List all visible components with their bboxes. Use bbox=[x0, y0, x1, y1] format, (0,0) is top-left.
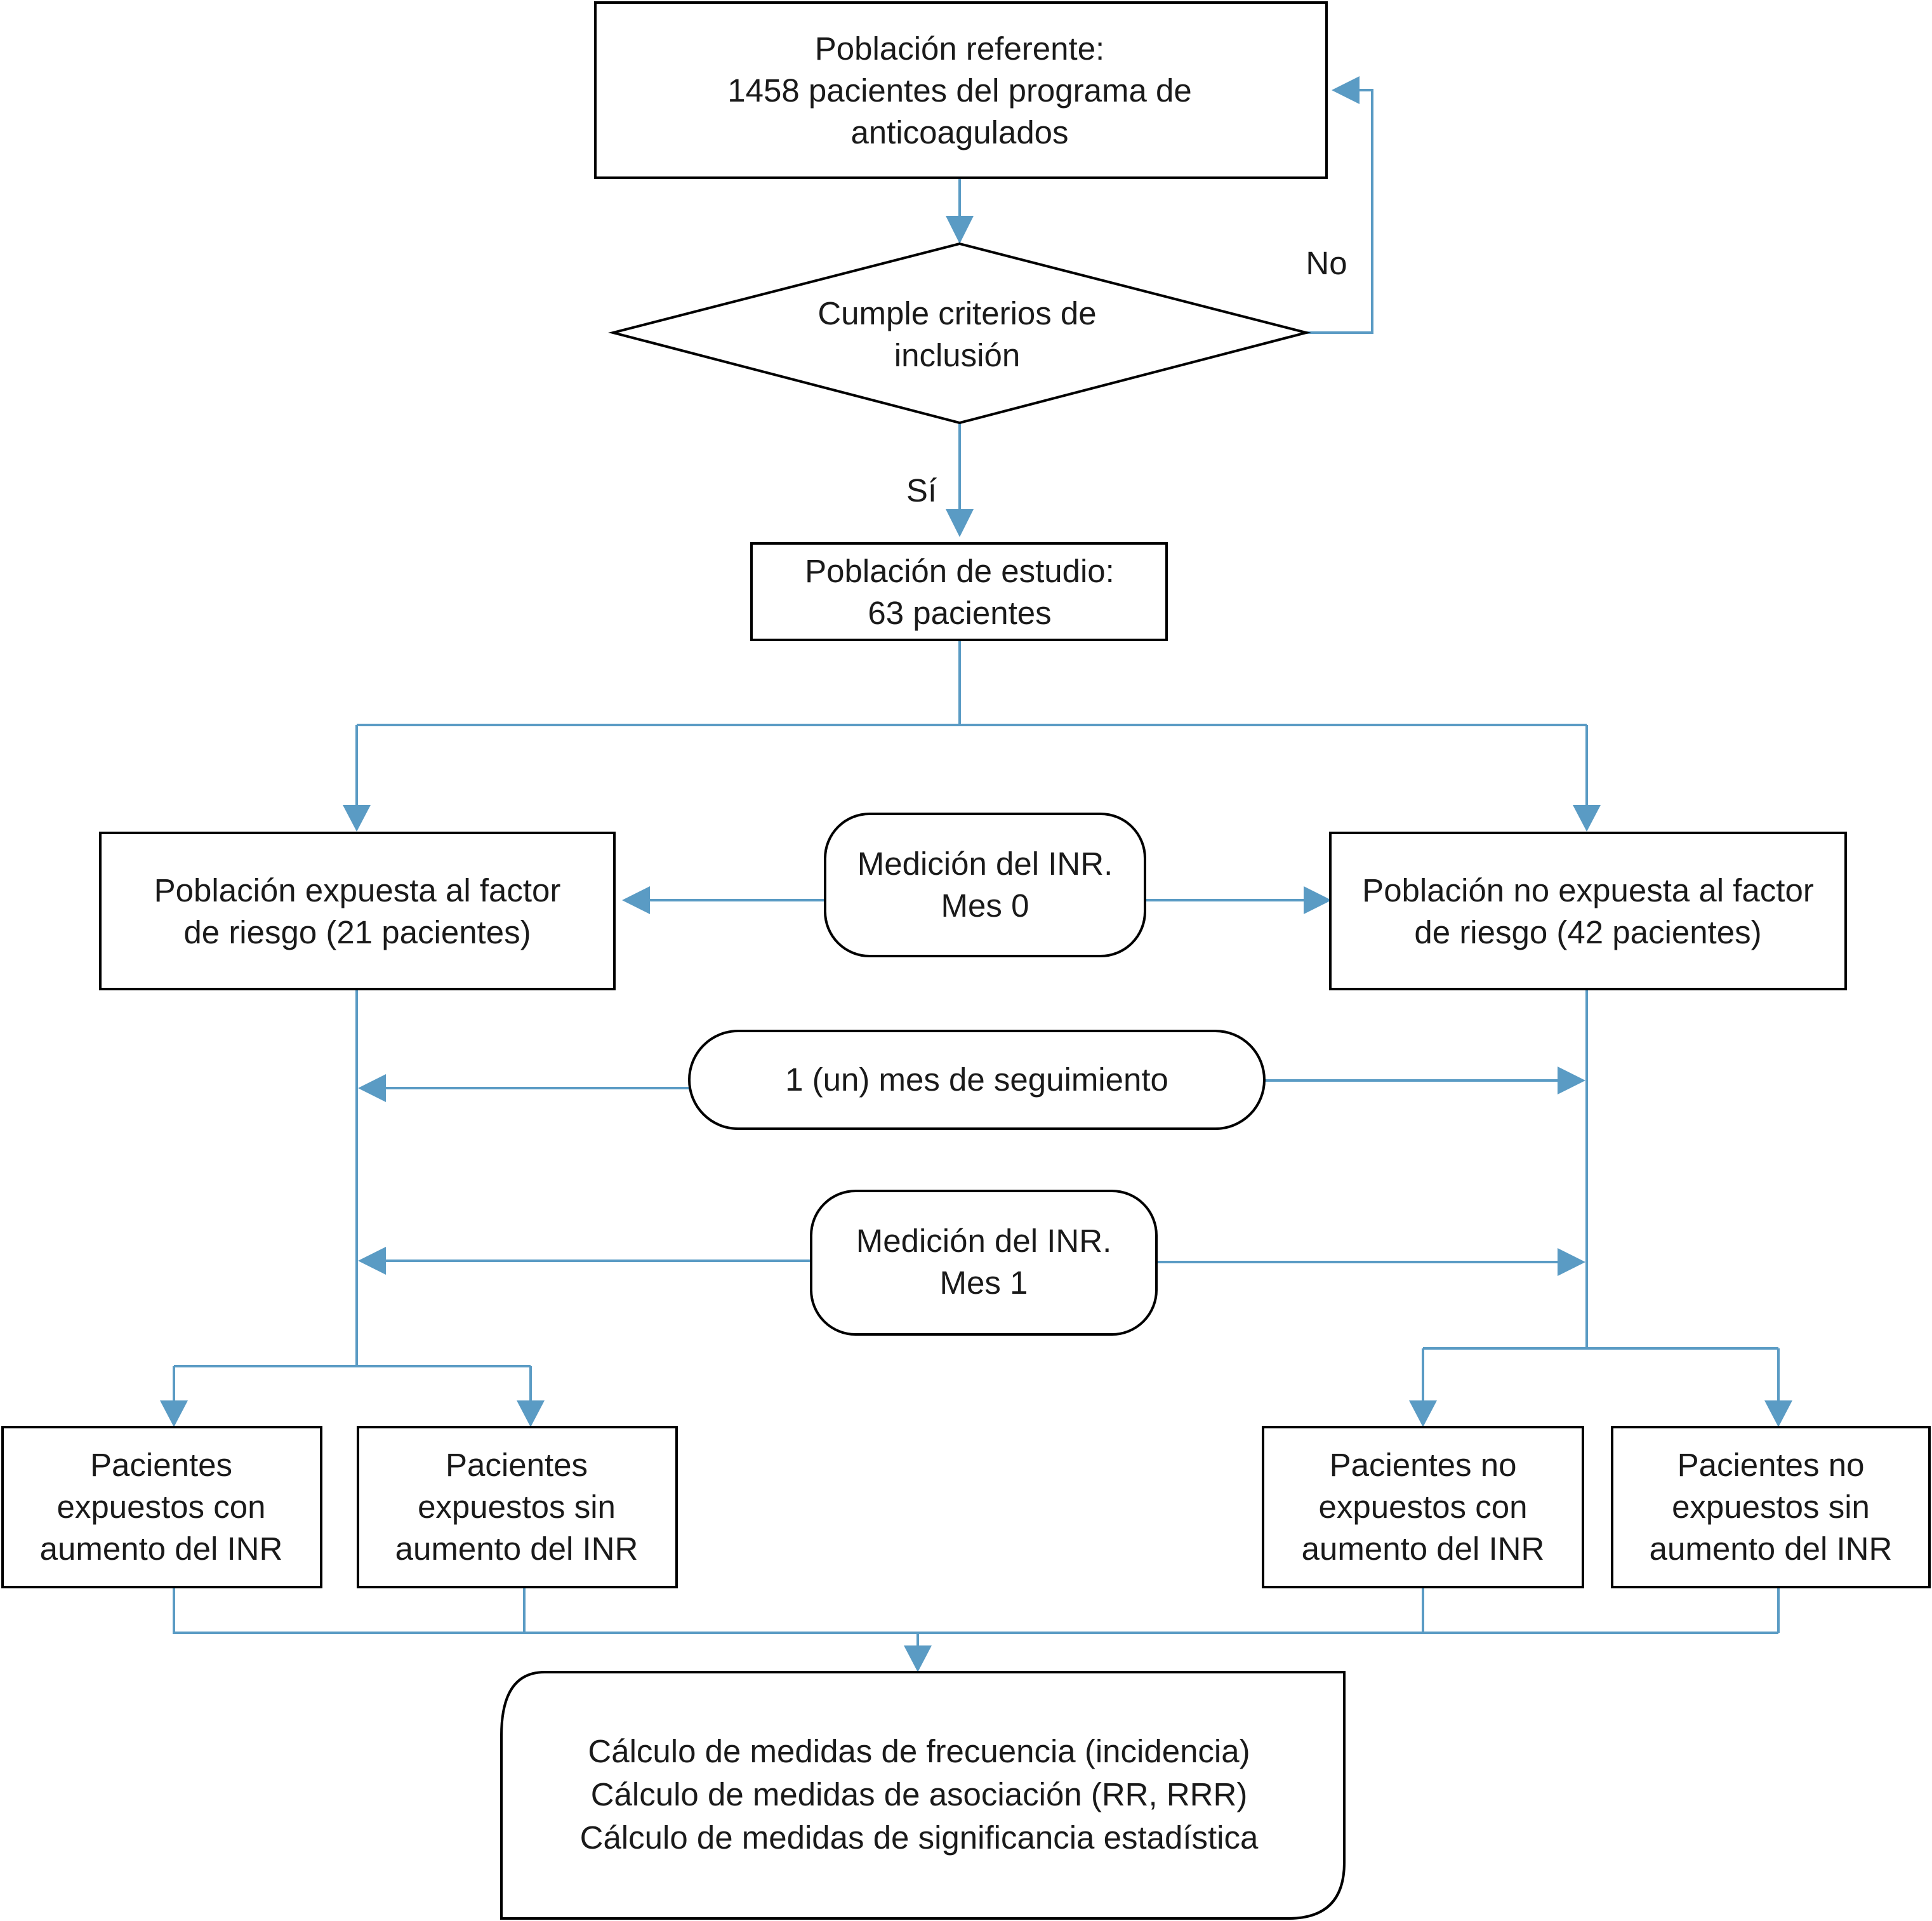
arrowhead-followup-left bbox=[358, 1074, 386, 1102]
connector-study-split bbox=[355, 641, 1588, 805]
unexposed-without-increase-line: Pacientes no bbox=[1677, 1447, 1865, 1483]
calculations-line: Cálculo de medidas de frecuencia (incide… bbox=[588, 1733, 1250, 1769]
edge-label-yes: Sí bbox=[906, 472, 937, 508]
node-reference-population bbox=[594, 1, 1328, 179]
exposed-without-increase-line: expuestos sin bbox=[418, 1489, 616, 1525]
arrowhead-inr1-right bbox=[1558, 1248, 1585, 1276]
text-unexposed-without-increase: Pacientes no expuestos sin aumento del INR bbox=[1650, 1447, 1893, 1567]
arrowhead-inr0-right bbox=[1304, 886, 1332, 914]
arrowhead-inr0-left bbox=[622, 886, 650, 914]
text-calculations: Cálculo de medidas de frecuencia (incide… bbox=[580, 1733, 1259, 1856]
node-calculations bbox=[500, 1671, 1346, 1920]
edge-label-no: No bbox=[1306, 245, 1347, 281]
connectors bbox=[173, 89, 1780, 1648]
exposed-without-increase-line: aumento del INR bbox=[395, 1531, 638, 1567]
unexposed-population-line: de riesgo (42 pacientes) bbox=[1414, 914, 1761, 950]
arrowhead-inr1-left bbox=[358, 1247, 386, 1275]
inclusion-criteria-line: inclusión bbox=[894, 337, 1020, 373]
unexposed-with-increase-line: expuestos con bbox=[1319, 1489, 1528, 1525]
arrowhead-to-calculations bbox=[904, 1645, 932, 1672]
text-unexposed-population: Población no expuesta al factor de riesgo… bbox=[1362, 872, 1814, 950]
node-unexposed-population bbox=[1329, 832, 1847, 990]
calculations-line: Cálculo de medidas de asociación (RR, RR… bbox=[591, 1776, 1248, 1812]
text-unexposed-with-increase: Pacientes no expuestos con aumento del INR bbox=[1302, 1447, 1545, 1567]
inr-month-1-line: Mes 1 bbox=[940, 1265, 1028, 1301]
connector-unexposed-split bbox=[1422, 1347, 1780, 1402]
calculations-line: Cálculo de medidas de significancia esta… bbox=[580, 1819, 1259, 1856]
exposed-population-line: de riesgo (21 pacientes) bbox=[183, 914, 531, 950]
arrowhead-no-loop bbox=[1332, 76, 1360, 104]
arrowhead-to-study bbox=[946, 509, 974, 537]
node-study-population bbox=[750, 542, 1168, 641]
exposed-with-increase-line: expuestos con bbox=[57, 1489, 266, 1525]
text-followup-month: 1 (un) mes de seguimiento bbox=[785, 1061, 1168, 1098]
node-followup-month bbox=[688, 1030, 1266, 1130]
node-texts: Población referente: 1458 pacientes del p… bbox=[40, 30, 1893, 1856]
node-inclusion-criteria bbox=[608, 242, 1311, 425]
text-study-population: Población de estudio: 63 pacientes bbox=[805, 553, 1115, 631]
study-population-line: Población de estudio: bbox=[805, 553, 1115, 589]
arrowhead-to-exposed bbox=[343, 805, 371, 832]
text-reference-population: Población referente: 1458 pacientes del p… bbox=[727, 30, 1192, 150]
arrowhead-to-exposed-with bbox=[160, 1400, 188, 1427]
connector-criteria-no-loop bbox=[1306, 89, 1373, 334]
reference-population-line: Población referente: bbox=[815, 30, 1104, 67]
connector-exposed-split bbox=[173, 1365, 532, 1402]
node-inr-month-0 bbox=[824, 813, 1146, 957]
exposed-with-increase-line: aumento del INR bbox=[40, 1531, 283, 1567]
node-exposed-without-increase bbox=[357, 1426, 678, 1588]
inr-month-0-line: Medición del INR. bbox=[857, 846, 1113, 882]
unexposed-with-increase-line: aumento del INR bbox=[1302, 1531, 1545, 1567]
node-exposed-with-increase bbox=[1, 1426, 322, 1588]
exposed-without-increase-line: Pacientes bbox=[446, 1447, 588, 1483]
text-exposed-population: Población expuesta al factor de riesgo (2… bbox=[154, 872, 561, 950]
reference-population-line: 1458 pacientes del programa de bbox=[727, 72, 1192, 109]
inr-month-0-line: Mes 0 bbox=[941, 887, 1029, 924]
arrowhead-to-exposed-without bbox=[517, 1400, 545, 1427]
arrowhead-to-unexposed-without bbox=[1764, 1400, 1792, 1427]
unexposed-with-increase-line: Pacientes no bbox=[1330, 1447, 1517, 1483]
text-inr-month-0: Medición del INR. Mes 0 bbox=[857, 846, 1113, 924]
arrowhead-to-criteria bbox=[946, 216, 974, 244]
text-inr-month-1: Medición del INR. Mes 1 bbox=[856, 1223, 1112, 1301]
text-inclusion-criteria: Cumple criterios de inclusión bbox=[817, 295, 1096, 373]
node-inr-month-1 bbox=[810, 1190, 1158, 1336]
arrowhead-to-unexposed-with bbox=[1409, 1400, 1437, 1427]
inclusion-criteria-line: Cumple criterios de bbox=[817, 295, 1096, 331]
unexposed-without-increase-line: expuestos sin bbox=[1672, 1489, 1870, 1525]
arrowheads bbox=[160, 76, 1792, 1672]
exposed-population-line: Población expuesta al factor bbox=[154, 872, 561, 908]
node-unexposed-with-increase bbox=[1262, 1426, 1584, 1588]
reference-population-line: anticoagulados bbox=[850, 114, 1068, 150]
unexposed-population-line: Población no expuesta al factor bbox=[1362, 872, 1814, 908]
arrowhead-followup-right bbox=[1558, 1067, 1585, 1094]
inr-month-1-line: Medición del INR. bbox=[856, 1223, 1112, 1259]
node-exposed-population bbox=[99, 832, 616, 990]
followup-month-line: 1 (un) mes de seguimiento bbox=[785, 1061, 1168, 1098]
text-exposed-without-increase: Pacientes expuestos sin aumento del INR bbox=[395, 1447, 638, 1567]
node-unexposed-without-increase bbox=[1611, 1426, 1931, 1588]
unexposed-without-increase-line: aumento del INR bbox=[1650, 1531, 1893, 1567]
arrowhead-to-unexposed bbox=[1573, 805, 1601, 832]
connector-bottom-merge bbox=[173, 1588, 1780, 1648]
text-exposed-with-increase: Pacientes expuestos con aumento del INR bbox=[40, 1447, 283, 1567]
exposed-with-increase-line: Pacientes bbox=[90, 1447, 232, 1483]
study-population-line: 63 pacientes bbox=[868, 595, 1051, 631]
